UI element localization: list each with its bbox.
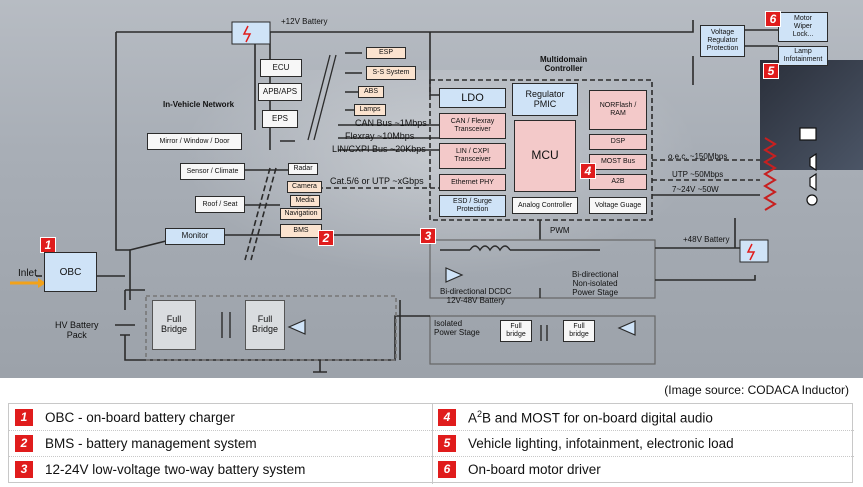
monitor-block: Monitor (165, 228, 225, 245)
norflash-ram-block: NORFlash / RAM (589, 90, 647, 130)
automotive-power-diagram: +12V Battery ECU APB/APS EPS ESP S-S Sys… (0, 0, 863, 378)
badge-4: 4 (580, 163, 596, 179)
abs-block: ABS (358, 86, 384, 98)
badge-2: 2 (318, 230, 334, 246)
mirror-window-door-block: Mirror / Window / Door (147, 133, 242, 150)
cat-utp-label: Cat.5/6 or UTP ~xGbps (330, 176, 424, 186)
legend-text: On-board motor driver (468, 461, 601, 477)
legend-text: OBC - on-board battery charger (45, 409, 235, 425)
non-isolated-stage-label: Bi-directional Non-isolated Power Stage (572, 270, 619, 297)
legend-text: A2B and MOST for on-board digital audio (468, 409, 713, 426)
legend-text: 12-24V low-voltage two-way battery syste… (45, 461, 306, 477)
legend-badge: 2 (15, 434, 33, 452)
badge-3: 3 (420, 228, 436, 244)
apb-aps-block: APB/APS (258, 83, 302, 101)
bms-block: BMS (280, 224, 322, 238)
badge-6: 6 (765, 11, 781, 27)
legend-text-pre: A (468, 410, 478, 426)
lamps-block: Lamps (354, 104, 386, 116)
legend-item-5: 5 Vehicle lighting, infotainment, electr… (438, 431, 734, 455)
dsp-block: DSP (589, 134, 647, 150)
motor-wiper-lock-block: Motor Wiper Lock... (778, 12, 828, 42)
battery-48v-label: +48V Battery (683, 235, 730, 244)
full-bridge-left: Full Bridge (152, 300, 196, 350)
can-bus-label: CAN Bus ~1Mbps (355, 118, 427, 128)
hv-battery-pack-label: HV Battery Pack (55, 320, 99, 340)
legend-column-divider (432, 404, 433, 484)
bidirectional-dcdc-label: Bi-directional DCDC 12V-48V Battery (440, 287, 512, 305)
ss-system-block: S-S System (366, 66, 416, 80)
most-bus-block: MOST Bus (589, 154, 647, 170)
legend-text: Vehicle lighting, infotainment, electron… (468, 435, 734, 451)
voltage-regulator-protection-block: Voltage Regulator Protection (700, 25, 745, 57)
lin-transceiver-block: LIN / CXPI Transceiver (439, 143, 506, 169)
a2b-block: A2B (589, 174, 647, 190)
full-bridge-right: Full Bridge (245, 300, 285, 350)
multidomain-controller-label: Multidomain Controller (540, 55, 588, 73)
full-bridge-small-left: Full bridge (500, 320, 532, 342)
wiring (10, 20, 818, 373)
legend-item-4: 4 A2B and MOST for on-board digital audi… (438, 405, 713, 429)
legend-badge: 4 (438, 408, 456, 426)
power-range-label: 7~24V ~50W (672, 185, 719, 194)
lamp-infotainment-block: Lamp Infotainment (778, 46, 828, 66)
camera-block: Camera (287, 181, 322, 193)
mcu-block: MCU (514, 120, 576, 192)
ethernet-phy-block: Ethernet PHY (439, 174, 506, 191)
esp-block: ESP (366, 47, 406, 59)
obc-block: OBC (44, 252, 97, 292)
eps-block: EPS (262, 110, 298, 128)
inlet-label: Inlet (18, 268, 37, 279)
oec-speed-label: o.e.c. ~150Mbps (668, 152, 728, 161)
utp-speed-label: UTP ~50Mbps (672, 170, 724, 179)
roof-seat-block: Roof / Seat (195, 196, 245, 213)
legend-item-2: 2 BMS - battery management system (15, 431, 257, 455)
legend-item-3: 3 12-24V low-voltage two-way battery sys… (15, 457, 305, 481)
lin-bus-label: LIN/CXPI Bus ~20Kbps (332, 144, 426, 154)
navigation-block: Navigation (280, 208, 322, 220)
image-source-caption: (Image source: CODACA Inductor) (664, 383, 849, 397)
regulator-pmic-block: Regulator PMIC (512, 83, 578, 116)
ecu-block: ECU (260, 59, 302, 77)
voltage-guage-block: Voltage Guage (589, 197, 647, 214)
battery-12v-label: +12V Battery (281, 17, 328, 26)
legend-badge: 5 (438, 434, 456, 452)
legend-item-6: 6 On-board motor driver (438, 457, 601, 481)
legend-row-divider (9, 430, 854, 431)
sensor-climate-block: Sensor / Climate (180, 163, 245, 180)
legend-badge: 6 (438, 460, 456, 478)
legend-row-divider (9, 456, 854, 457)
legend-item-1: 1 OBC - on-board battery charger (15, 405, 235, 429)
badge-1: 1 (40, 237, 56, 253)
in-vehicle-network-label: In-Vehicle Network (163, 100, 235, 109)
esd-protection-block: ESD / Surge Protection (439, 195, 506, 217)
legend-table: 1 OBC - on-board battery charger 2 BMS -… (8, 403, 854, 484)
badge-5: 5 (763, 63, 779, 79)
legend-text-sup: 2 (477, 408, 483, 419)
pwm-label: PWM (550, 226, 570, 235)
legend-text-post: B and MOST for on-board digital audio (482, 410, 713, 426)
flexray-label: Flexray ~10Mbps (345, 131, 415, 141)
can-transceiver-block: CAN / Flexray Transceiver (439, 113, 506, 139)
radar-block: Radar (288, 163, 318, 175)
ldo-block: LDO (439, 88, 506, 108)
legend-text: BMS - battery management system (45, 435, 257, 451)
legend-badge: 3 (15, 460, 33, 478)
analog-controller-block: Analog Controller (512, 197, 578, 214)
media-block: Media (290, 195, 320, 207)
legend-badge: 1 (15, 408, 33, 426)
isolated-stage-label: Isolated Power Stage (434, 319, 480, 337)
full-bridge-small-right: Full bridge (563, 320, 595, 342)
